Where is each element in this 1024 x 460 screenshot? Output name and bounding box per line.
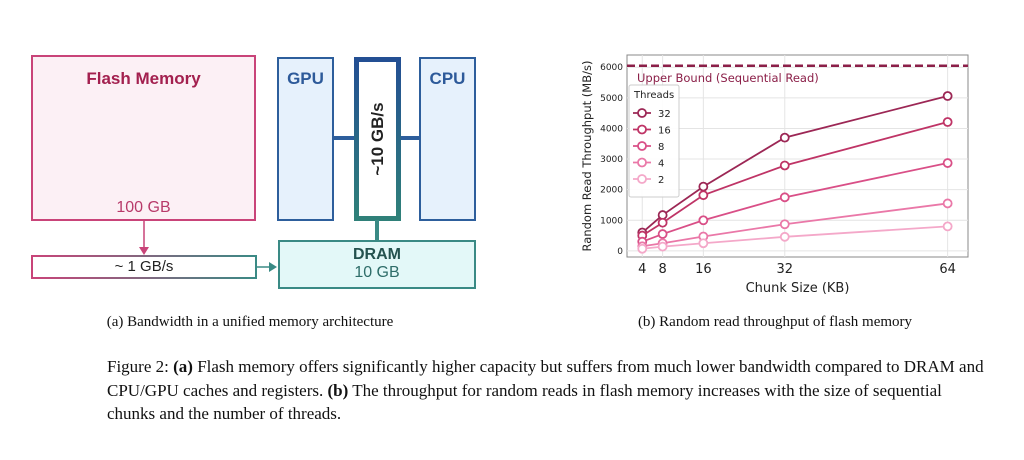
x-tick-label: 8 — [658, 262, 666, 277]
figure-caption: Figure 2: (a) Flash memory offers signif… — [107, 355, 987, 426]
data-point — [779, 160, 790, 171]
legend-label: 4 — [658, 159, 664, 170]
gpu-bus-connector — [334, 136, 355, 140]
data-point — [942, 198, 953, 209]
flash-memory-capacity: 100 GB — [116, 199, 171, 216]
legend-title: Threads — [633, 90, 674, 101]
flash-bandwidth-label: ~ 1 GB/s — [114, 258, 174, 275]
flash-arrow-head-icon — [139, 247, 149, 255]
data-point — [942, 221, 953, 232]
x-tick-label: 16 — [695, 262, 712, 277]
data-point — [698, 215, 709, 226]
upper-bound-label: Upper Bound (Sequential Read) — [637, 71, 819, 85]
data-point — [637, 243, 648, 254]
flash-memory-title: Flash Memory — [86, 69, 201, 88]
cpu-label: CPU — [429, 69, 466, 88]
caption-b-tag: (b) — [327, 380, 349, 400]
caption-a-text: Flash memory offers significantly higher… — [107, 357, 984, 400]
data-point — [779, 231, 790, 242]
cpu-bus-connector — [400, 136, 420, 140]
legend-marker-icon — [637, 124, 647, 135]
y-axis-label: Random Read Throughput (MB/s) — [580, 61, 594, 252]
memory-bus-box: ~10 GB/s — [354, 57, 401, 221]
dram-capacity: 10 GB — [354, 264, 400, 281]
y-tick-label: 1000 — [600, 216, 623, 226]
legend-marker-icon — [637, 174, 647, 184]
cpu-box: CPU — [419, 57, 476, 221]
data-point — [698, 190, 709, 201]
caption-b-text: The throughput for random reads in flash… — [107, 380, 942, 424]
figure-label: Figure 2: — [107, 357, 174, 376]
y-tick-label: 5000 — [600, 94, 623, 104]
data-point — [942, 91, 953, 101]
y-tick-label: 2000 — [600, 186, 623, 196]
x-tick-label: 64 — [939, 262, 956, 277]
data-point — [942, 158, 953, 168]
y-tick-label: 3000 — [600, 155, 623, 165]
y-tick-label: 4000 — [600, 124, 623, 134]
diagram-arrows — [139, 221, 277, 272]
data-point — [657, 229, 668, 239]
legend-marker-icon — [637, 157, 647, 168]
caption-b: (b) Random read throughput of flash memo… — [637, 314, 913, 330]
gpu-box: GPU — [277, 57, 334, 221]
legend-marker-icon — [637, 141, 647, 151]
data-point — [698, 238, 709, 249]
legend-label: 16 — [658, 126, 671, 137]
legend-label: 32 — [658, 109, 671, 120]
x-axis-label: Chunk Size (KB) — [746, 281, 850, 296]
flash-memory-box: Flash Memory 100 GB — [31, 55, 256, 221]
data-point — [779, 132, 790, 143]
dram-box: DRAM 10 GB — [278, 240, 476, 289]
legend-marker-icon — [637, 108, 647, 118]
x-tick-label: 4 — [638, 262, 646, 277]
legend-box — [628, 84, 680, 198]
y-tick-label: 6000 — [600, 63, 623, 73]
dram-title: DRAM — [353, 246, 401, 263]
data-point — [779, 192, 790, 203]
data-point — [657, 241, 668, 252]
data-point — [698, 181, 709, 192]
caption-a-tag: (a) — [173, 357, 193, 376]
bus-dram-connector — [375, 220, 379, 241]
flash-bandwidth-box: ~ 1 GB/s — [31, 255, 257, 279]
legend-label: 2 — [658, 175, 664, 186]
data-point — [657, 217, 668, 228]
caption-a: (a) Bandwidth in a unified memory archit… — [106, 314, 394, 330]
legend-label: 8 — [658, 142, 664, 153]
gpu-label: GPU — [287, 69, 324, 88]
y-tick-label: 0 — [617, 247, 623, 257]
data-point — [942, 117, 953, 127]
data-point — [779, 219, 790, 230]
dram-arrow-head-icon — [269, 262, 277, 272]
x-tick-label: 32 — [777, 262, 794, 277]
